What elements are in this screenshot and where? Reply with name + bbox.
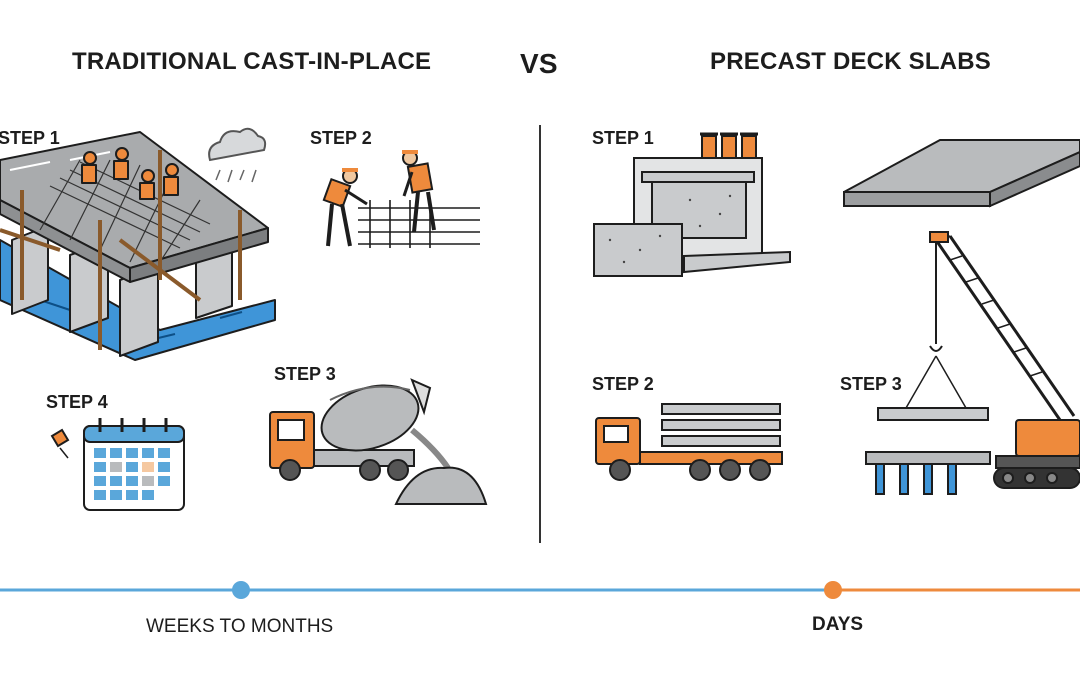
timeline-marker-days bbox=[824, 581, 842, 599]
timeline-marker-weeks bbox=[232, 581, 250, 599]
timeline-label-weeks: WEEKS TO MONTHS bbox=[146, 616, 334, 637]
deck-slab-icon bbox=[843, 139, 1080, 208]
flatbed-truck-icon bbox=[595, 403, 783, 481]
crane-icon bbox=[865, 231, 1080, 495]
bridge-construction-icon bbox=[0, 131, 276, 361]
left-step-1-label: STEP 1 bbox=[0, 128, 60, 148]
left-heading: TRADITIONAL CAST-IN-PLACE bbox=[72, 48, 432, 75]
right-step-3-label: STEP 3 bbox=[840, 374, 902, 394]
precast-factory-icon bbox=[593, 132, 791, 277]
right-step-1-label: STEP 1 bbox=[592, 128, 654, 148]
left-step-2-label: STEP 2 bbox=[310, 128, 372, 148]
left-step-4-label: STEP 4 bbox=[46, 392, 108, 412]
center-divider bbox=[539, 125, 541, 543]
timeline bbox=[0, 581, 1080, 599]
concrete-mixer-truck-icon bbox=[269, 378, 488, 505]
calendar-icon bbox=[50, 418, 185, 511]
rain-cloud-icon bbox=[208, 127, 267, 183]
timeline-label-days: DAYS bbox=[812, 614, 864, 635]
left-step-3-label: STEP 3 bbox=[274, 364, 336, 384]
vs-label: VS bbox=[520, 48, 558, 79]
rebar-workers-icon bbox=[322, 150, 480, 248]
right-step-2-label: STEP 2 bbox=[592, 374, 654, 394]
right-heading: PRECAST DECK SLABS bbox=[710, 48, 991, 75]
